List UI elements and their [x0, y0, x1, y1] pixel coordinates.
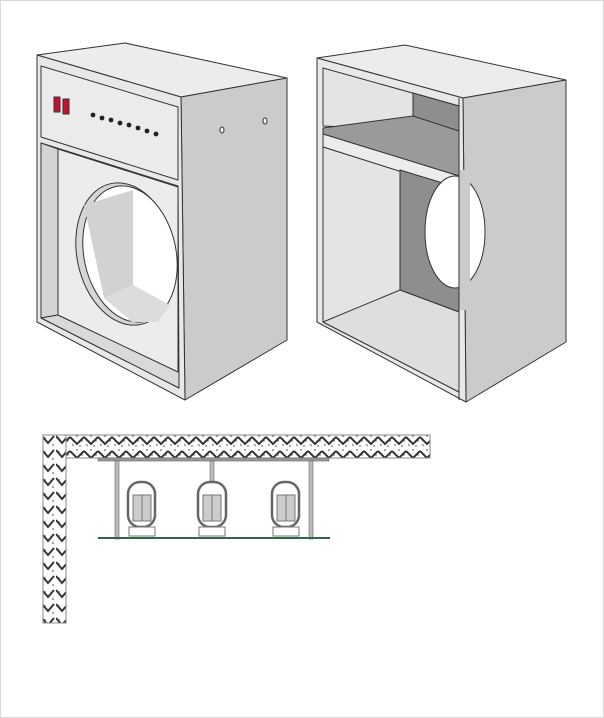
- support-rod-1: [114, 460, 120, 540]
- lamp-unit-2: [196, 480, 228, 537]
- cutout-cover: [459, 170, 470, 310]
- cabinet-front-view: [36, 42, 288, 401]
- red-button-1: [53, 96, 61, 113]
- lamp-unit-3: [270, 480, 301, 537]
- cabinet-open-view: [316, 44, 567, 403]
- support-rod-3: [308, 460, 314, 540]
- ceiling-slab: [42, 434, 431, 459]
- wall: [42, 434, 67, 624]
- ceiling-mount-diagram: [42, 434, 431, 624]
- speaker-cutout-back: [424, 175, 486, 289]
- cabinet-side: [180, 77, 288, 401]
- cutout-inner-floor: [104, 285, 170, 322]
- indicator-dots: [90, 112, 159, 137]
- lower-floor: [322, 289, 460, 393]
- opening-left-wall: [40, 142, 59, 319]
- opening-bottom: [40, 314, 180, 389]
- red-button-2: [62, 98, 70, 115]
- side-hole-1: [219, 126, 225, 134]
- cutout-inner-wall: [84, 190, 133, 298]
- side-hole-2: [262, 117, 268, 125]
- control-panel: [40, 65, 179, 181]
- lamp-unit-1: [126, 480, 157, 537]
- mount-bar: [97, 457, 330, 462]
